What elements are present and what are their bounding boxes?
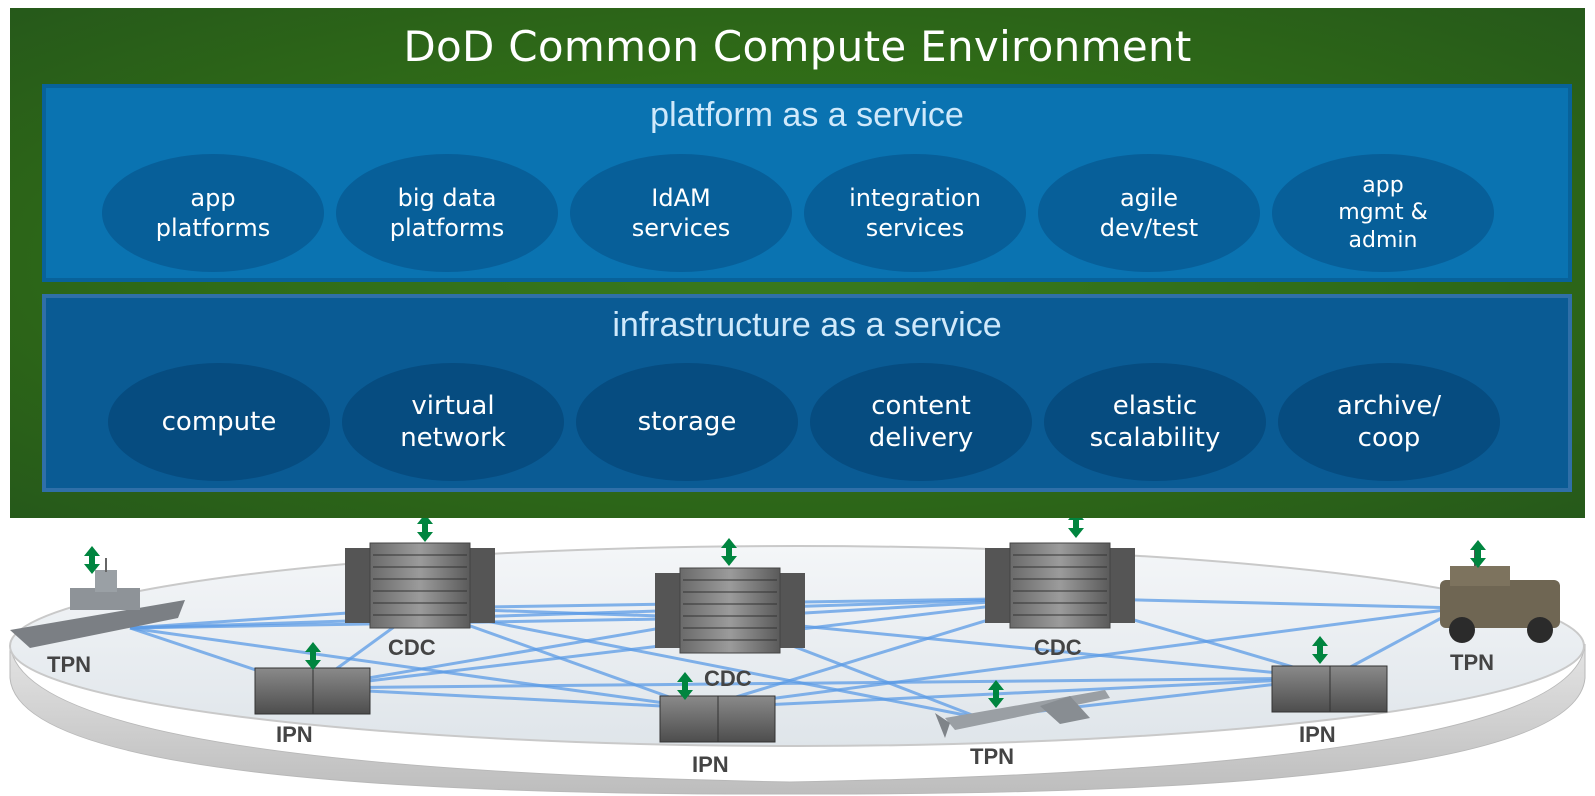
diagram-title: DoD Common Compute Environment — [403, 22, 1192, 71]
iaas-item-content-delivery: content delivery — [810, 363, 1032, 481]
paas-item-agile-dev-test: agile dev/test — [1038, 154, 1260, 272]
node-label-tpn-vehicle: TPN — [1450, 650, 1494, 675]
paas-layer: platform as a service app platforms big … — [42, 84, 1572, 282]
network-disc-side — [9, 643, 1586, 795]
iaas-item-virtual-network: virtual network — [342, 363, 564, 481]
iaas-title: infrastructure as a service — [612, 306, 1002, 344]
iaas-item-storage: storage — [576, 363, 798, 481]
vehicle-icon — [1440, 548, 1560, 643]
server-rack-icon — [345, 542, 495, 629]
paas-item-integration-services: integration services — [804, 154, 1026, 272]
ipn-server-icon — [1271, 665, 1388, 713]
iaas-item-archive-coop: archive/ coop — [1278, 363, 1500, 481]
ipn-server-icon — [254, 667, 371, 715]
dod-cce-container: DoD Common Compute Environment platform … — [10, 8, 1585, 518]
node-label-ipn-center: IPN — [692, 752, 729, 777]
node-label-ipn-left: IPN — [276, 722, 313, 747]
node-label-cdc-right: CDC — [1034, 635, 1082, 660]
node-label-tpn-drone: TPN — [970, 744, 1014, 769]
server-rack-icon — [655, 567, 805, 654]
node-label-ipn-right: IPN — [1299, 722, 1336, 747]
node-label-tpn-ship: TPN — [47, 652, 91, 677]
iaas-item-compute: compute — [108, 363, 330, 481]
node-label-cdc-center: CDC — [704, 666, 752, 691]
network-illustration — [9, 518, 1586, 795]
paas-item-idam-services: IdAM services — [570, 154, 792, 272]
ipn-server-icon — [659, 695, 776, 743]
drone-icon — [935, 690, 1110, 738]
ship-icon — [10, 558, 185, 648]
iaas-item-elastic-scalability: elastic scalability — [1044, 363, 1266, 481]
paas-title: platform as a service — [650, 96, 964, 134]
paas-item-big-data-platforms: big data platforms — [336, 154, 558, 272]
paas-item-app-mgmt-admin: app mgmt & admin — [1272, 154, 1494, 272]
node-label-cdc-left: CDC — [388, 635, 436, 660]
iaas-layer: infrastructure as a service compute virt… — [42, 294, 1572, 492]
paas-item-app-platforms: app platforms — [102, 154, 324, 272]
server-rack-icon — [985, 542, 1135, 629]
up-down-arrow-icons — [84, 518, 1486, 708]
